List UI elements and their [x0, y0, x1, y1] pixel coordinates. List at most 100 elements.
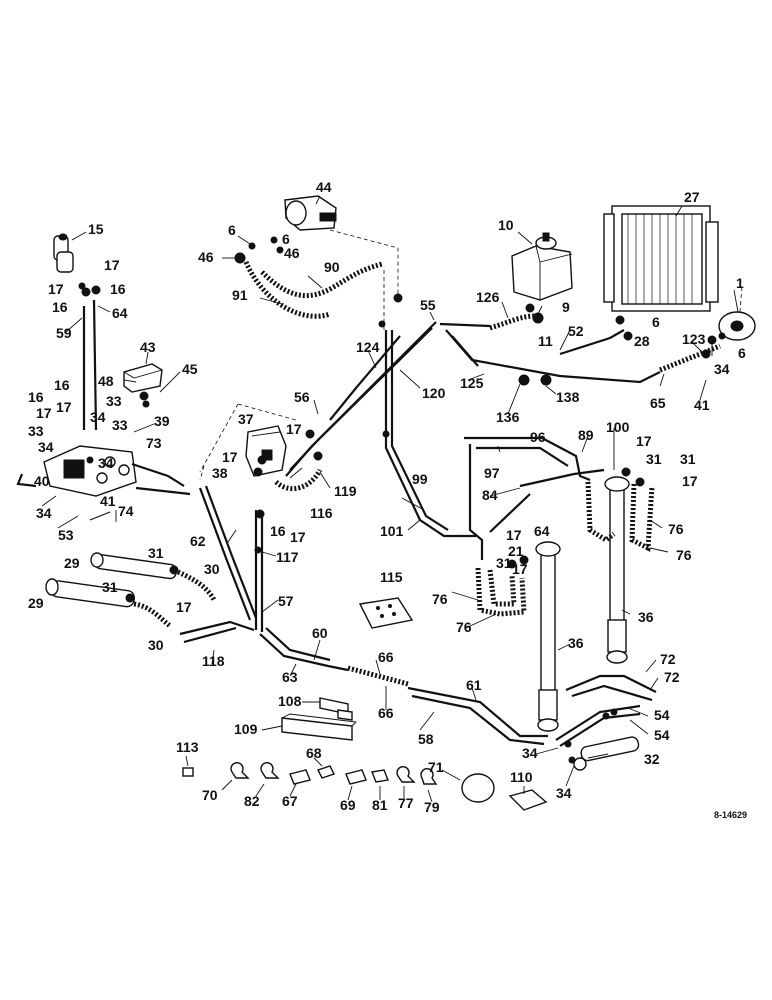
- callout-72: 72: [664, 669, 680, 685]
- callout-17: 17: [56, 399, 72, 415]
- callout-30: 30: [148, 637, 164, 653]
- callout-38: 38: [212, 465, 228, 481]
- callout-15: 15: [88, 221, 104, 237]
- fittings: [78, 236, 717, 764]
- callout-17: 17: [290, 529, 306, 545]
- callout-109: 109: [234, 721, 258, 737]
- callout-48: 48: [98, 373, 114, 389]
- callout-28: 28: [634, 333, 650, 349]
- part-115-plate: [358, 597, 414, 629]
- callout-29: 29: [28, 595, 44, 611]
- callout-16: 16: [110, 281, 126, 297]
- callout-60: 60: [312, 625, 328, 641]
- callout-54: 54: [654, 727, 670, 743]
- callout-34: 34: [714, 361, 730, 377]
- part-108-bracket: [319, 697, 353, 721]
- callout-labels: 44 27 15 6 6 46 46 10 17 17 16 16 90 91 …: [28, 179, 746, 815]
- callout-76: 76: [456, 619, 472, 635]
- callout-17: 17: [512, 561, 528, 577]
- callout-73: 73: [146, 435, 162, 451]
- part-37-valve: [245, 425, 287, 477]
- callout-34: 34: [36, 505, 52, 521]
- callout-90: 90: [324, 259, 340, 275]
- callout-79: 79: [424, 799, 440, 815]
- callout-57: 57: [278, 593, 294, 609]
- callout-81: 81: [372, 797, 388, 813]
- callout-43: 43: [140, 339, 156, 355]
- callout-17: 17: [682, 473, 698, 489]
- part-36-lift-cylinder-left: [535, 541, 561, 732]
- callout-120: 120: [422, 385, 446, 401]
- tubing-and-hoses: [82, 229, 743, 747]
- callout-96: 96: [530, 429, 546, 445]
- callout-17: 17: [104, 257, 120, 273]
- callout-6: 6: [738, 345, 746, 361]
- callout-30: 30: [204, 561, 220, 577]
- callout-64: 64: [112, 305, 128, 321]
- callout-39: 39: [154, 413, 170, 429]
- callout-41: 41: [694, 397, 710, 413]
- callout-46: 46: [198, 249, 214, 265]
- callout-118: 118: [202, 653, 225, 669]
- callout-32: 32: [644, 751, 660, 767]
- part-36-lift-cylinder-right: [604, 476, 630, 664]
- part-109-bracket: [281, 713, 357, 741]
- callout-66: 66: [378, 705, 394, 721]
- callout-116: 116: [310, 505, 333, 521]
- callout-45: 45: [182, 361, 198, 377]
- callout-55: 55: [420, 297, 436, 313]
- callout-34: 34: [98, 455, 114, 471]
- callout-136: 136: [496, 409, 520, 425]
- callout-29: 29: [64, 555, 80, 571]
- callout-31: 31: [148, 545, 164, 561]
- callout-34: 34: [522, 745, 538, 761]
- callout-126: 126: [476, 289, 500, 305]
- part-1-motor: [718, 311, 756, 341]
- callout-34: 34: [90, 409, 106, 425]
- callout-46: 46: [284, 245, 300, 261]
- callout-124: 124: [356, 339, 380, 355]
- callout-6: 6: [228, 222, 236, 238]
- callout-123: 123: [682, 331, 706, 347]
- control-valve-bank: [16, 445, 137, 497]
- callout-6: 6: [282, 231, 290, 247]
- callout-36: 36: [568, 635, 584, 651]
- callout-41: 41: [100, 493, 116, 509]
- drawing-number: 8-14629: [714, 810, 747, 820]
- callout-65: 65: [650, 395, 666, 411]
- callout-17: 17: [48, 281, 64, 297]
- callout-115: 115: [380, 569, 403, 585]
- part-10-reservoir: [511, 232, 573, 301]
- callout-82: 82: [244, 793, 260, 809]
- callout-9: 9: [562, 299, 570, 315]
- callout-33: 33: [112, 417, 128, 433]
- callout-76: 76: [676, 547, 692, 563]
- small-clips: [182, 762, 438, 785]
- leader-lines: [41, 195, 739, 803]
- part-15-valve: [53, 233, 74, 273]
- callout-17: 17: [506, 527, 522, 543]
- callout-67: 67: [282, 793, 298, 809]
- callout-21: 21: [508, 543, 524, 559]
- callout-17: 17: [286, 421, 302, 437]
- callout-99: 99: [412, 471, 428, 487]
- callout-53: 53: [58, 527, 74, 543]
- callout-11: 11: [538, 333, 553, 349]
- part-110-plate: [508, 789, 548, 811]
- callout-61: 61: [466, 677, 482, 693]
- callout-110: 110: [510, 769, 533, 785]
- callout-16: 16: [28, 389, 44, 405]
- callout-6: 6: [652, 314, 660, 330]
- callout-119: 119: [334, 483, 357, 499]
- callout-66: 66: [378, 649, 394, 665]
- callout-76: 76: [668, 521, 684, 537]
- callout-84: 84: [482, 487, 498, 503]
- callout-97: 97: [484, 465, 500, 481]
- callout-63: 63: [282, 669, 298, 685]
- callout-70: 70: [202, 787, 218, 803]
- callout-34: 34: [38, 439, 54, 455]
- callout-31: 31: [680, 451, 696, 467]
- callout-37: 37: [238, 411, 254, 427]
- callout-117: 117: [276, 549, 299, 565]
- callout-33: 33: [28, 423, 44, 439]
